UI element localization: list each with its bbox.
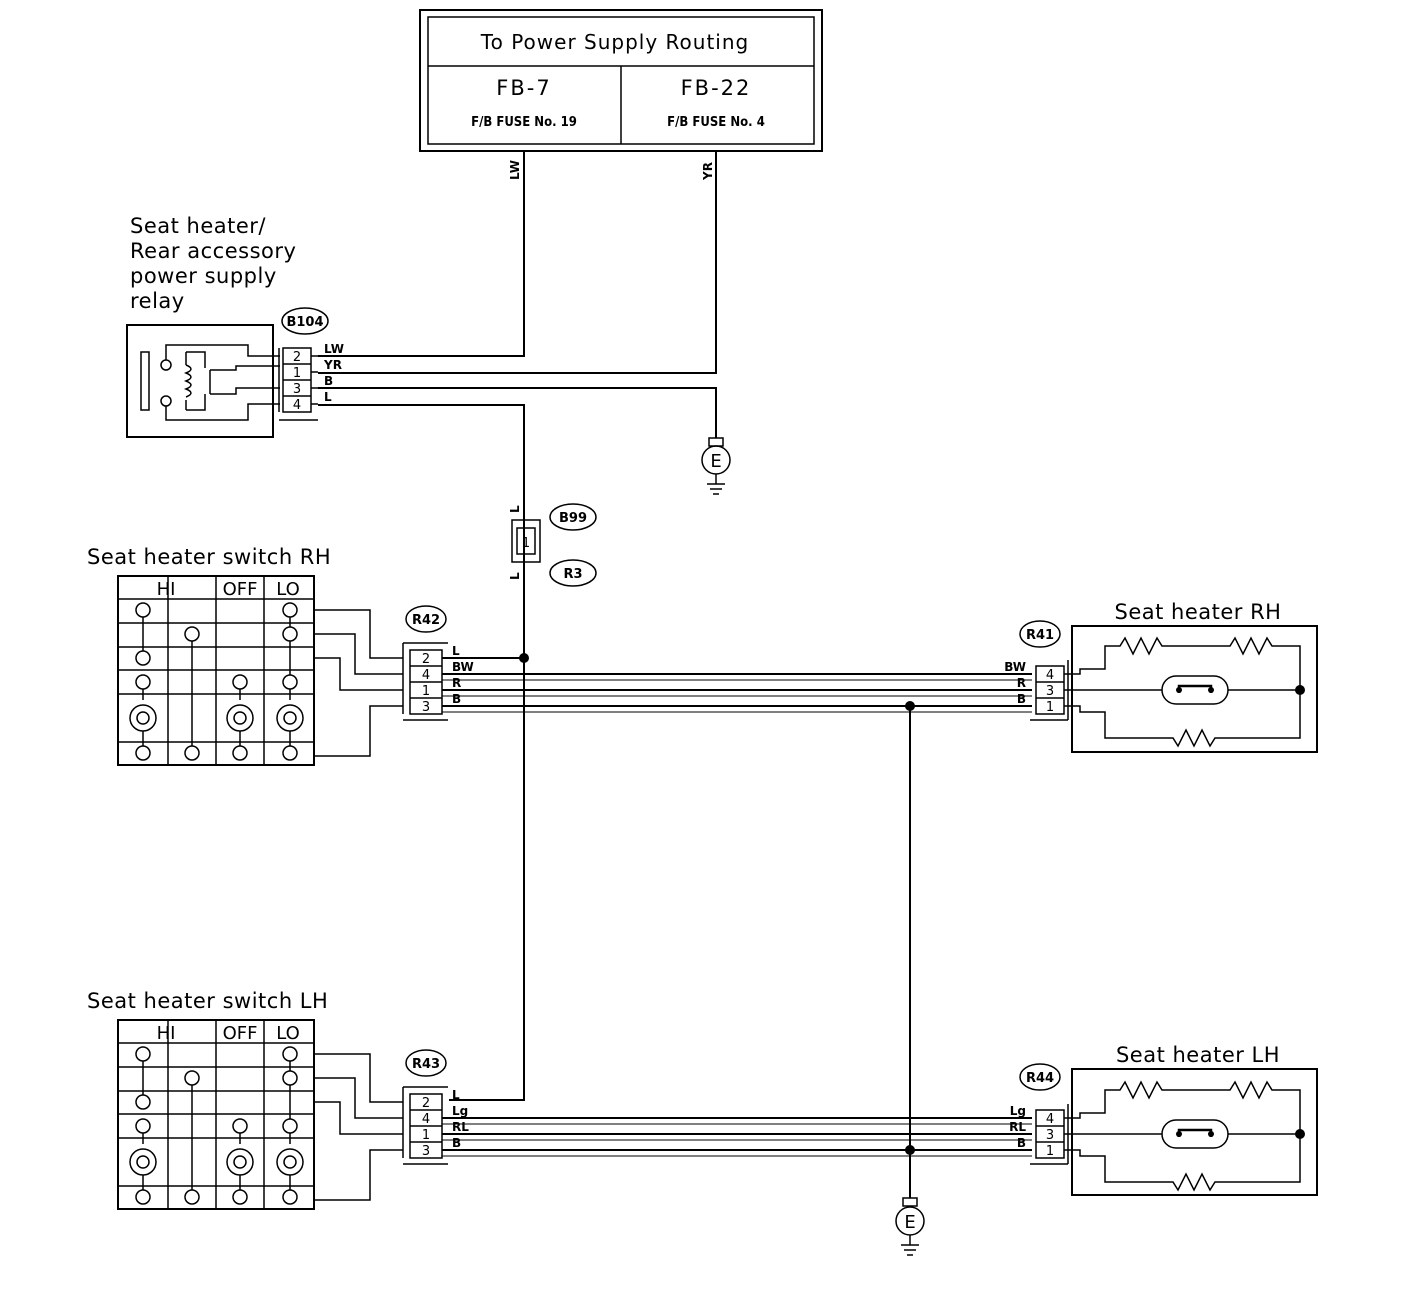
switch-rh-title: Seat heater switch RH bbox=[87, 545, 331, 569]
connector-r42-badge bbox=[405, 605, 447, 633]
ground-icon: E bbox=[701, 437, 731, 495]
switch-rh-lo: LO bbox=[276, 579, 300, 600]
trunk-l-wire bbox=[449, 658, 525, 1101]
connector-r44-label: R44 bbox=[1026, 1071, 1054, 1086]
connector-r43-label: R43 bbox=[412, 1057, 440, 1072]
r43-pin-2: 4 bbox=[422, 1112, 430, 1127]
heater-lh-title: Seat heater LH bbox=[1116, 1043, 1280, 1067]
connector-b104-label: B104 bbox=[286, 315, 323, 330]
r41-pin-3: 1 bbox=[1046, 700, 1054, 715]
fb7-label: FB-7 bbox=[496, 76, 551, 100]
fb22-label: FB-22 bbox=[681, 76, 752, 100]
switch-lh-title: Seat heater switch LH bbox=[87, 989, 328, 1013]
ground-icon: E bbox=[895, 1197, 925, 1256]
r42-pin-2: 4 bbox=[422, 668, 430, 683]
b104-pin-4: 4 bbox=[293, 398, 301, 413]
r43-wire-b: B bbox=[452, 1136, 461, 1150]
relay-contact-bar bbox=[140, 351, 150, 411]
connector-r41-badge bbox=[1019, 620, 1061, 648]
relay-title-line-4: relay bbox=[130, 289, 185, 313]
heater-lh-element-icon bbox=[1064, 1080, 1301, 1192]
switch-rh-hi: HI bbox=[157, 579, 176, 600]
r44-pin-1: 4 bbox=[1046, 1112, 1054, 1127]
r44-wire-b: B bbox=[1017, 1136, 1026, 1150]
connector-b99-badge bbox=[549, 503, 597, 531]
b104-pin-3: 3 bbox=[293, 382, 301, 397]
switch-rh: Seat heater switch RH HI OFF LO bbox=[87, 545, 474, 766]
r43-wire-rl: RL bbox=[452, 1120, 469, 1134]
r41-pin-2: 3 bbox=[1046, 684, 1054, 699]
joint-wire-bottom: L bbox=[508, 572, 522, 580]
connector-r41-label: R41 bbox=[1026, 628, 1054, 643]
r41-wire-bw: BW bbox=[1004, 660, 1026, 674]
heater-lh-thermostat-icon bbox=[1161, 1119, 1229, 1149]
power-supply-title: To Power Supply Routing bbox=[480, 30, 749, 54]
switch-lh-lo: LO bbox=[276, 1023, 300, 1044]
b104-wire-lw: LW bbox=[324, 342, 344, 356]
r42-wire-bw: BW bbox=[452, 660, 474, 674]
r42-pin-3: 1 bbox=[422, 684, 430, 699]
relay-l-wire bbox=[318, 404, 525, 658]
connector-b99-label: B99 bbox=[559, 511, 587, 526]
relay-title-line-3: power supply bbox=[130, 264, 277, 288]
r42-wire-l: L bbox=[452, 644, 460, 658]
connector-r42-label: R42 bbox=[412, 613, 440, 628]
heater-rh: Seat heater RH R41 4 3 1 BW R B bbox=[1004, 600, 1318, 753]
r43-pin-3: 1 bbox=[422, 1128, 430, 1143]
r44-wire-lg: Lg bbox=[1010, 1104, 1026, 1118]
fb22-fuse-label: F/B FUSE No. 4 bbox=[667, 115, 765, 130]
b104-wire-l: L bbox=[324, 390, 332, 404]
r43-wire-lg: Lg bbox=[452, 1104, 468, 1118]
relay-block: Seat heater/ Rear accessory power supply… bbox=[126, 214, 344, 438]
b104-wire-yr: YR bbox=[323, 358, 342, 372]
connector-r3-badge bbox=[549, 559, 597, 587]
relay-body bbox=[126, 324, 274, 438]
connector-r43-badge bbox=[405, 1049, 447, 1077]
power-trunk-wires: LW YR bbox=[318, 151, 717, 374]
b104-pin-1: 2 bbox=[293, 350, 301, 365]
heater-lh: Seat heater LH R44 4 3 1 Lg RL B bbox=[1009, 1043, 1318, 1196]
r43-pin-1: 2 bbox=[422, 1096, 430, 1111]
heater-rh-title: Seat heater RH bbox=[1115, 600, 1282, 624]
r44-wire-rl: RL bbox=[1009, 1120, 1026, 1134]
connector-r44-badge bbox=[1019, 1063, 1061, 1091]
joint-wire-top: L bbox=[508, 505, 522, 513]
b104-wire-b: B bbox=[324, 374, 333, 388]
relay-title-line-1: Seat heater/ bbox=[130, 214, 266, 238]
r42-wire-b: B bbox=[452, 692, 461, 706]
heater-rh-thermostat-icon bbox=[1161, 675, 1229, 705]
fb7-fuse-label: F/B FUSE No. 19 bbox=[471, 115, 577, 130]
switch-lh-off: OFF bbox=[223, 1023, 258, 1044]
b104-pin-2: 1 bbox=[293, 366, 301, 381]
r42-pin-4: 3 bbox=[422, 700, 430, 715]
r44-pin-2: 3 bbox=[1046, 1128, 1054, 1143]
r43-wire-l: L bbox=[452, 1088, 460, 1102]
r41-wire-r: R bbox=[1017, 676, 1026, 690]
relay-ground-wire bbox=[318, 387, 717, 438]
connector-b104-badge bbox=[281, 307, 329, 335]
joint-connector: 1 B99 R3 L L bbox=[508, 503, 597, 587]
r43-pin-4: 3 bbox=[422, 1144, 430, 1159]
switch-lh-hi: HI bbox=[157, 1023, 176, 1044]
wire-label-yr: YR bbox=[701, 162, 715, 181]
heater-rh-element-icon bbox=[1064, 636, 1301, 748]
relay-coil-icon bbox=[183, 364, 192, 398]
ground-label-2: E bbox=[904, 1212, 915, 1233]
r42-pin-1: 2 bbox=[422, 652, 430, 667]
connector-r3-label: R3 bbox=[563, 567, 582, 582]
r42-wire-r: R bbox=[452, 676, 461, 690]
joint-pin: 1 bbox=[522, 536, 530, 551]
power-supply-box: To Power Supply Routing FB-7 F/B FUSE No… bbox=[419, 9, 823, 152]
switch-rh-off: OFF bbox=[223, 579, 258, 600]
ground-label-1: E bbox=[710, 451, 721, 472]
r44-pin-3: 1 bbox=[1046, 1144, 1054, 1159]
wire-label-lw: LW bbox=[508, 160, 522, 180]
r41-pin-1: 4 bbox=[1046, 668, 1054, 683]
r41-wire-b: B bbox=[1017, 692, 1026, 706]
switch-lh: Seat heater switch LH HI OFF LO bbox=[87, 989, 469, 1210]
relay-title-line-2: Rear accessory bbox=[130, 239, 296, 263]
